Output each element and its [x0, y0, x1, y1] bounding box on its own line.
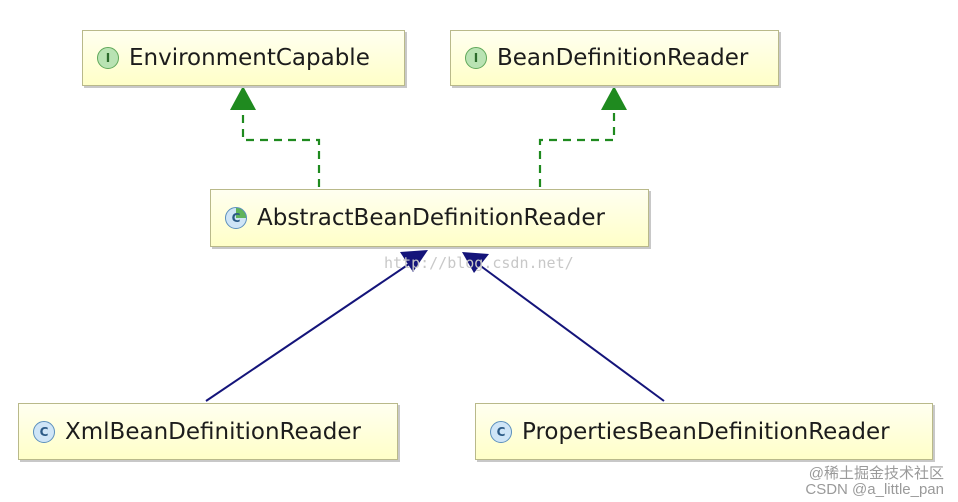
interface-icon: I	[465, 47, 487, 69]
class-icon: C	[490, 420, 512, 443]
arrowhead-environment-capable	[230, 86, 256, 110]
node-bean-definition-reader[interactable]: I BeanDefinitionReader	[450, 30, 779, 86]
class-icon: C	[33, 420, 55, 443]
implements-edge-bean-definition-reader	[538, 108, 616, 187]
node-label: XmlBeanDefinitionReader	[65, 418, 361, 445]
node-xml-bean-definition-reader[interactable]: C XmlBeanDefinitionReader	[18, 403, 398, 460]
node-abstract-bean-definition-reader[interactable]: C AbstractBeanDefinitionReader	[210, 189, 649, 247]
interface-icon: I	[97, 47, 119, 69]
node-label: PropertiesBeanDefinitionReader	[522, 418, 890, 445]
arrowhead-bean-definition-reader	[601, 86, 627, 110]
arrowhead-properties	[462, 252, 489, 273]
watermark-url: http://blog.csdn.net/	[384, 254, 574, 272]
extends-edge-properties	[477, 263, 665, 402]
credit-line-2: CSDN @a_little_pan	[805, 481, 944, 498]
implements-edge-environment-capable	[241, 108, 321, 187]
node-label: EnvironmentCapable	[129, 45, 370, 71]
extends-edge-xml	[205, 261, 413, 402]
abstract-class-icon: C	[225, 207, 247, 229]
node-environment-capable[interactable]: I EnvironmentCapable	[82, 30, 405, 86]
arrowhead-xml	[400, 250, 428, 272]
node-label: BeanDefinitionReader	[497, 45, 749, 71]
credit-line-1: @稀土掘金技术社区	[808, 465, 944, 482]
node-properties-bean-definition-reader[interactable]: C PropertiesBeanDefinitionReader	[475, 403, 933, 460]
node-label: AbstractBeanDefinitionReader	[257, 205, 605, 231]
